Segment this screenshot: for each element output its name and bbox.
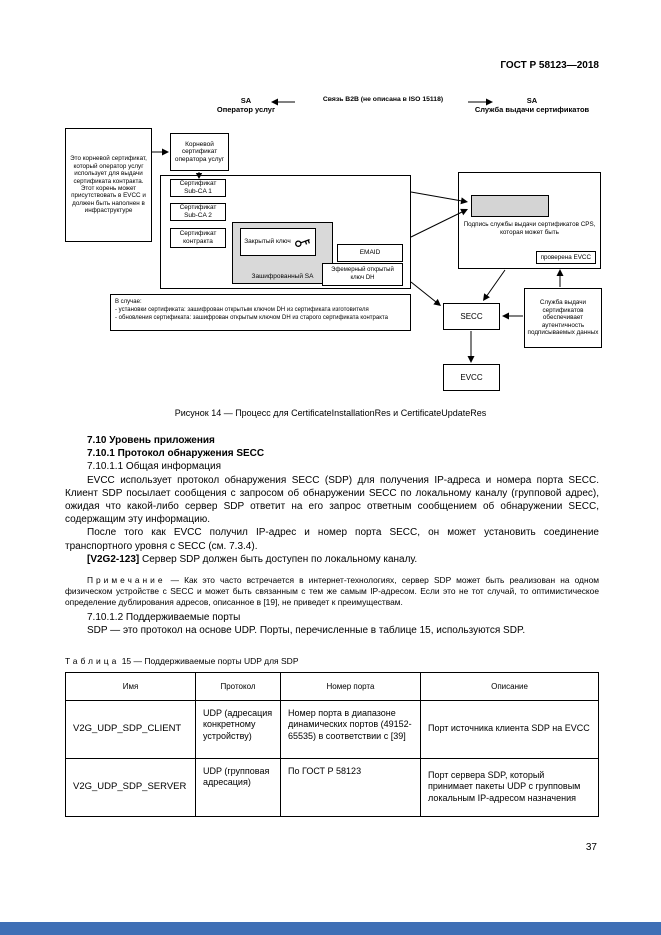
table-caption-word: Таблица xyxy=(65,655,120,666)
issuer-note-box: Служба выдачи сертификатов обеспечивает … xyxy=(524,288,602,348)
sub-ca1-box: Сертификат Sub-CA 1 xyxy=(170,179,226,197)
case-title: В случае: xyxy=(115,299,142,305)
bottom-bar xyxy=(0,922,661,935)
figure-caption: Рисунок 14 — Процесс для CertificateInst… xyxy=(174,408,487,418)
dh-public-key-box: Эфемерный открытый ключ DH xyxy=(322,263,403,286)
heading-7-10: 7.10 Уровень приложения xyxy=(87,435,215,446)
col-header-protocol: Протокол xyxy=(195,671,281,701)
note-paragraph: Примечание — Как это часто встречается в… xyxy=(65,575,599,608)
sa-cert-service-label: SA Служба выдачи сертификатов xyxy=(468,96,596,115)
verified-by-evcc-box: проверена EVCC xyxy=(535,250,596,264)
encrypted-sa-label: Зашифрованный SA xyxy=(251,273,314,281)
cell-server-name: V2G_UDP_SDP_SERVER xyxy=(65,757,196,817)
requirement-tag: [V2G2-123] xyxy=(87,553,140,565)
root-cert-explanation-box: Это корневой сертификат, который операто… xyxy=(65,128,152,242)
requirement-text: Сервер SDP должен быть доступен по локал… xyxy=(139,553,418,565)
contract-cert-box: Сертификат контракта xyxy=(170,228,226,248)
body-text: 7.10 Уровень приложения 7.10.1 Протокол … xyxy=(65,434,599,817)
col-header-port: Номер порта xyxy=(280,671,421,701)
arrow-bundle-to-secc xyxy=(410,281,441,306)
cell-server-port: По ГОСТ Р 58123 xyxy=(280,757,421,817)
paragraph-udp: SDP — это протокол на основе UDP. Порты,… xyxy=(87,625,526,637)
evcc-box: EVCC xyxy=(443,364,500,391)
heading-7-10-1: 7.10.1 Протокол обнаружения SECC xyxy=(87,448,265,460)
cell-server-description: Порт сервера SDP, который принимает паке… xyxy=(420,757,599,817)
sub-ca2-box: Сертификат Sub-CA 2 xyxy=(170,203,226,221)
signature-placeholder xyxy=(471,195,549,217)
cps-signature-box: Подпись службы выдачи сертификатов CPS, … xyxy=(458,172,601,269)
cell-client-description: Порт источника клиента SDP на EVCC xyxy=(420,699,599,759)
paragraph-requirement: [V2G2-123] Сервер SDP должен быть доступ… xyxy=(65,553,599,566)
case-line2: - обновления сертификата: зашифрован отк… xyxy=(115,315,388,322)
arrow-secc-to-evcc xyxy=(467,331,475,363)
case-line1: - установки сертификата: зашифрован откр… xyxy=(115,307,369,314)
cell-server-protocol: UDP (групповая адресация) xyxy=(195,757,281,817)
arrow-issuer-to-secc xyxy=(502,312,523,320)
signature-text: Подпись службы выдачи сертификатов CPS, … xyxy=(463,221,596,236)
private-key-label: Закрытый ключ xyxy=(244,238,291,246)
cell-client-port: Номер порта в диапазоне динамических пор… xyxy=(280,699,421,759)
sa-cert-service-line1: SA xyxy=(526,96,538,105)
table-caption: Таблица 15 — Поддерживаемые порты UDP дл… xyxy=(65,656,599,667)
case-note-box: В случае: - установки сертификата: зашиф… xyxy=(110,294,411,331)
figure-14-diagram: SA Оператор услуг Связь B2B (не описана … xyxy=(0,92,661,400)
table-row: V2G_UDP_SDP_SERVER UDP (групповая адреса… xyxy=(65,757,599,817)
page-number: 37 xyxy=(585,842,597,853)
heading-7-10-1-1: 7.10.1.1 Общая информация xyxy=(87,461,222,473)
cell-client-name: V2G_UDP_SDP_CLIENT xyxy=(65,699,196,759)
table-caption-rest: 15 — Поддерживаемые порты UDP для SDP xyxy=(119,655,299,666)
b2b-link-label: Связь B2B (не описана в ISO 15118) xyxy=(322,96,444,103)
arrow-issuer-to-signature xyxy=(556,269,564,287)
table-row: V2G_UDP_SDP_CLIENT UDP (адресация конкре… xyxy=(65,699,599,759)
table-header-row: Имя Протокол Номер порта Описание xyxy=(65,671,599,701)
document-code: ГОСТ Р 58123—2018 xyxy=(500,60,599,71)
note-text: — Как это часто встречается в интернет-т… xyxy=(65,574,599,608)
sa-operator-label: SA Оператор услуг xyxy=(196,96,296,115)
col-header-name: Имя xyxy=(65,671,196,701)
key-icon xyxy=(294,238,310,247)
sa-operator-line1: SA xyxy=(240,96,252,105)
arrow-note-to-rootcert xyxy=(152,148,169,156)
arrow-signature-to-secc xyxy=(483,269,506,301)
col-header-description: Описание xyxy=(420,671,599,701)
paragraph-transport: После того как EVCC получил IP-адрес и н… xyxy=(65,527,599,552)
paragraph-sdp-intro: EVCC использует протокол обнаружения SEC… xyxy=(65,474,599,526)
sa-operator-line2: Оператор услуг xyxy=(216,105,276,115)
secc-box: SECC xyxy=(443,303,500,330)
sa-cert-service-line2: Служба выдачи сертификатов xyxy=(474,105,590,115)
note-label: Примечание xyxy=(87,574,166,585)
cell-client-protocol: UDP (адресация конкретному устройству) xyxy=(195,699,281,759)
root-cert-box: Корневой сертификат оператора услуг xyxy=(170,133,229,171)
heading-7-10-1-2: 7.10.1.2 Поддерживаемые порты xyxy=(87,612,241,624)
emaid-box: EMAID xyxy=(337,244,403,262)
udp-ports-table: Имя Протокол Номер порта Описание V2G_UD… xyxy=(65,671,599,817)
private-key-box: Закрытый ключ xyxy=(240,228,316,256)
